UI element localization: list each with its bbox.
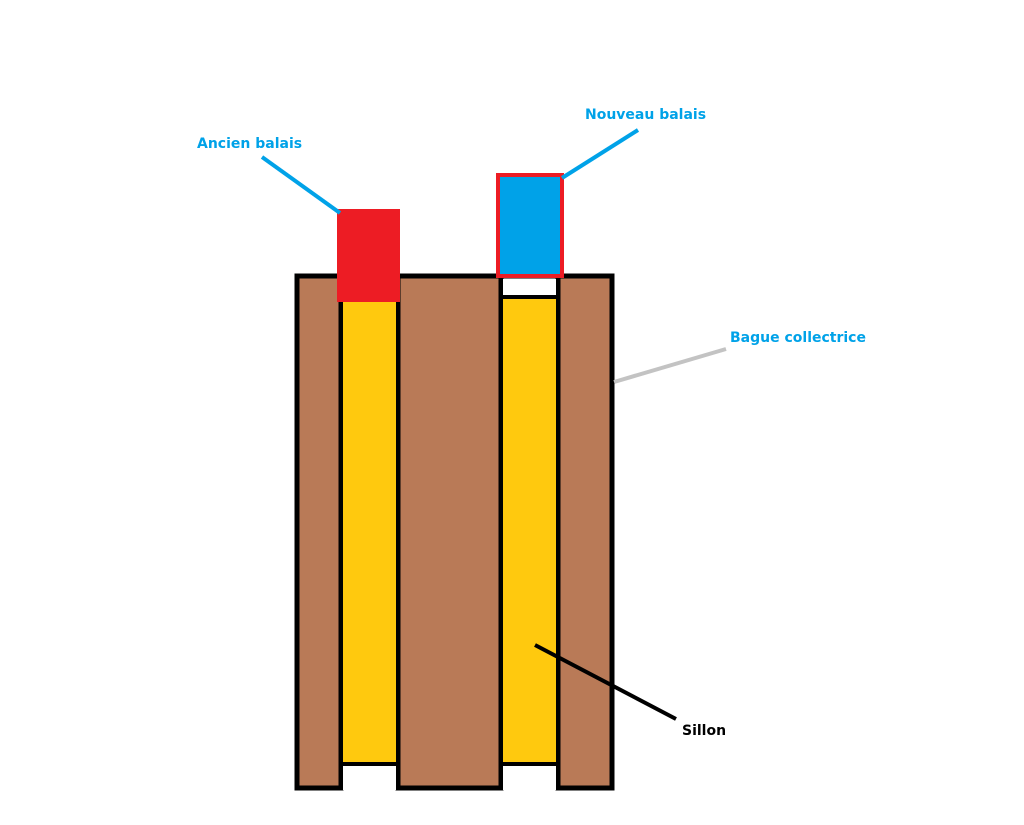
slip-ring-right-wall [555, 273, 615, 791]
leader-bague-collectrice [613, 347, 727, 384]
left-groove [339, 298, 400, 766]
label-bague-collectrice: Bague collectrice [730, 330, 866, 346]
old-brush [337, 209, 400, 302]
leader-nouveau-balais [560, 128, 640, 180]
right-groove [499, 295, 560, 766]
label-ancien-balais: Ancien balais [197, 136, 303, 152]
slip-ring-center-wall [395, 273, 504, 791]
slip-ring-left-wall [294, 273, 344, 791]
leader-sillon [534, 643, 677, 721]
leader-ancien-balais [260, 155, 342, 215]
right-groove-bottom-gap [503, 766, 556, 790]
label-nouveau-balais: Nouveau balais [585, 107, 707, 123]
label-sillon: Sillon [682, 723, 727, 739]
left-groove-bottom-gap [343, 766, 396, 790]
new-brush [496, 173, 564, 278]
right-groove-gap [503, 279, 556, 295]
